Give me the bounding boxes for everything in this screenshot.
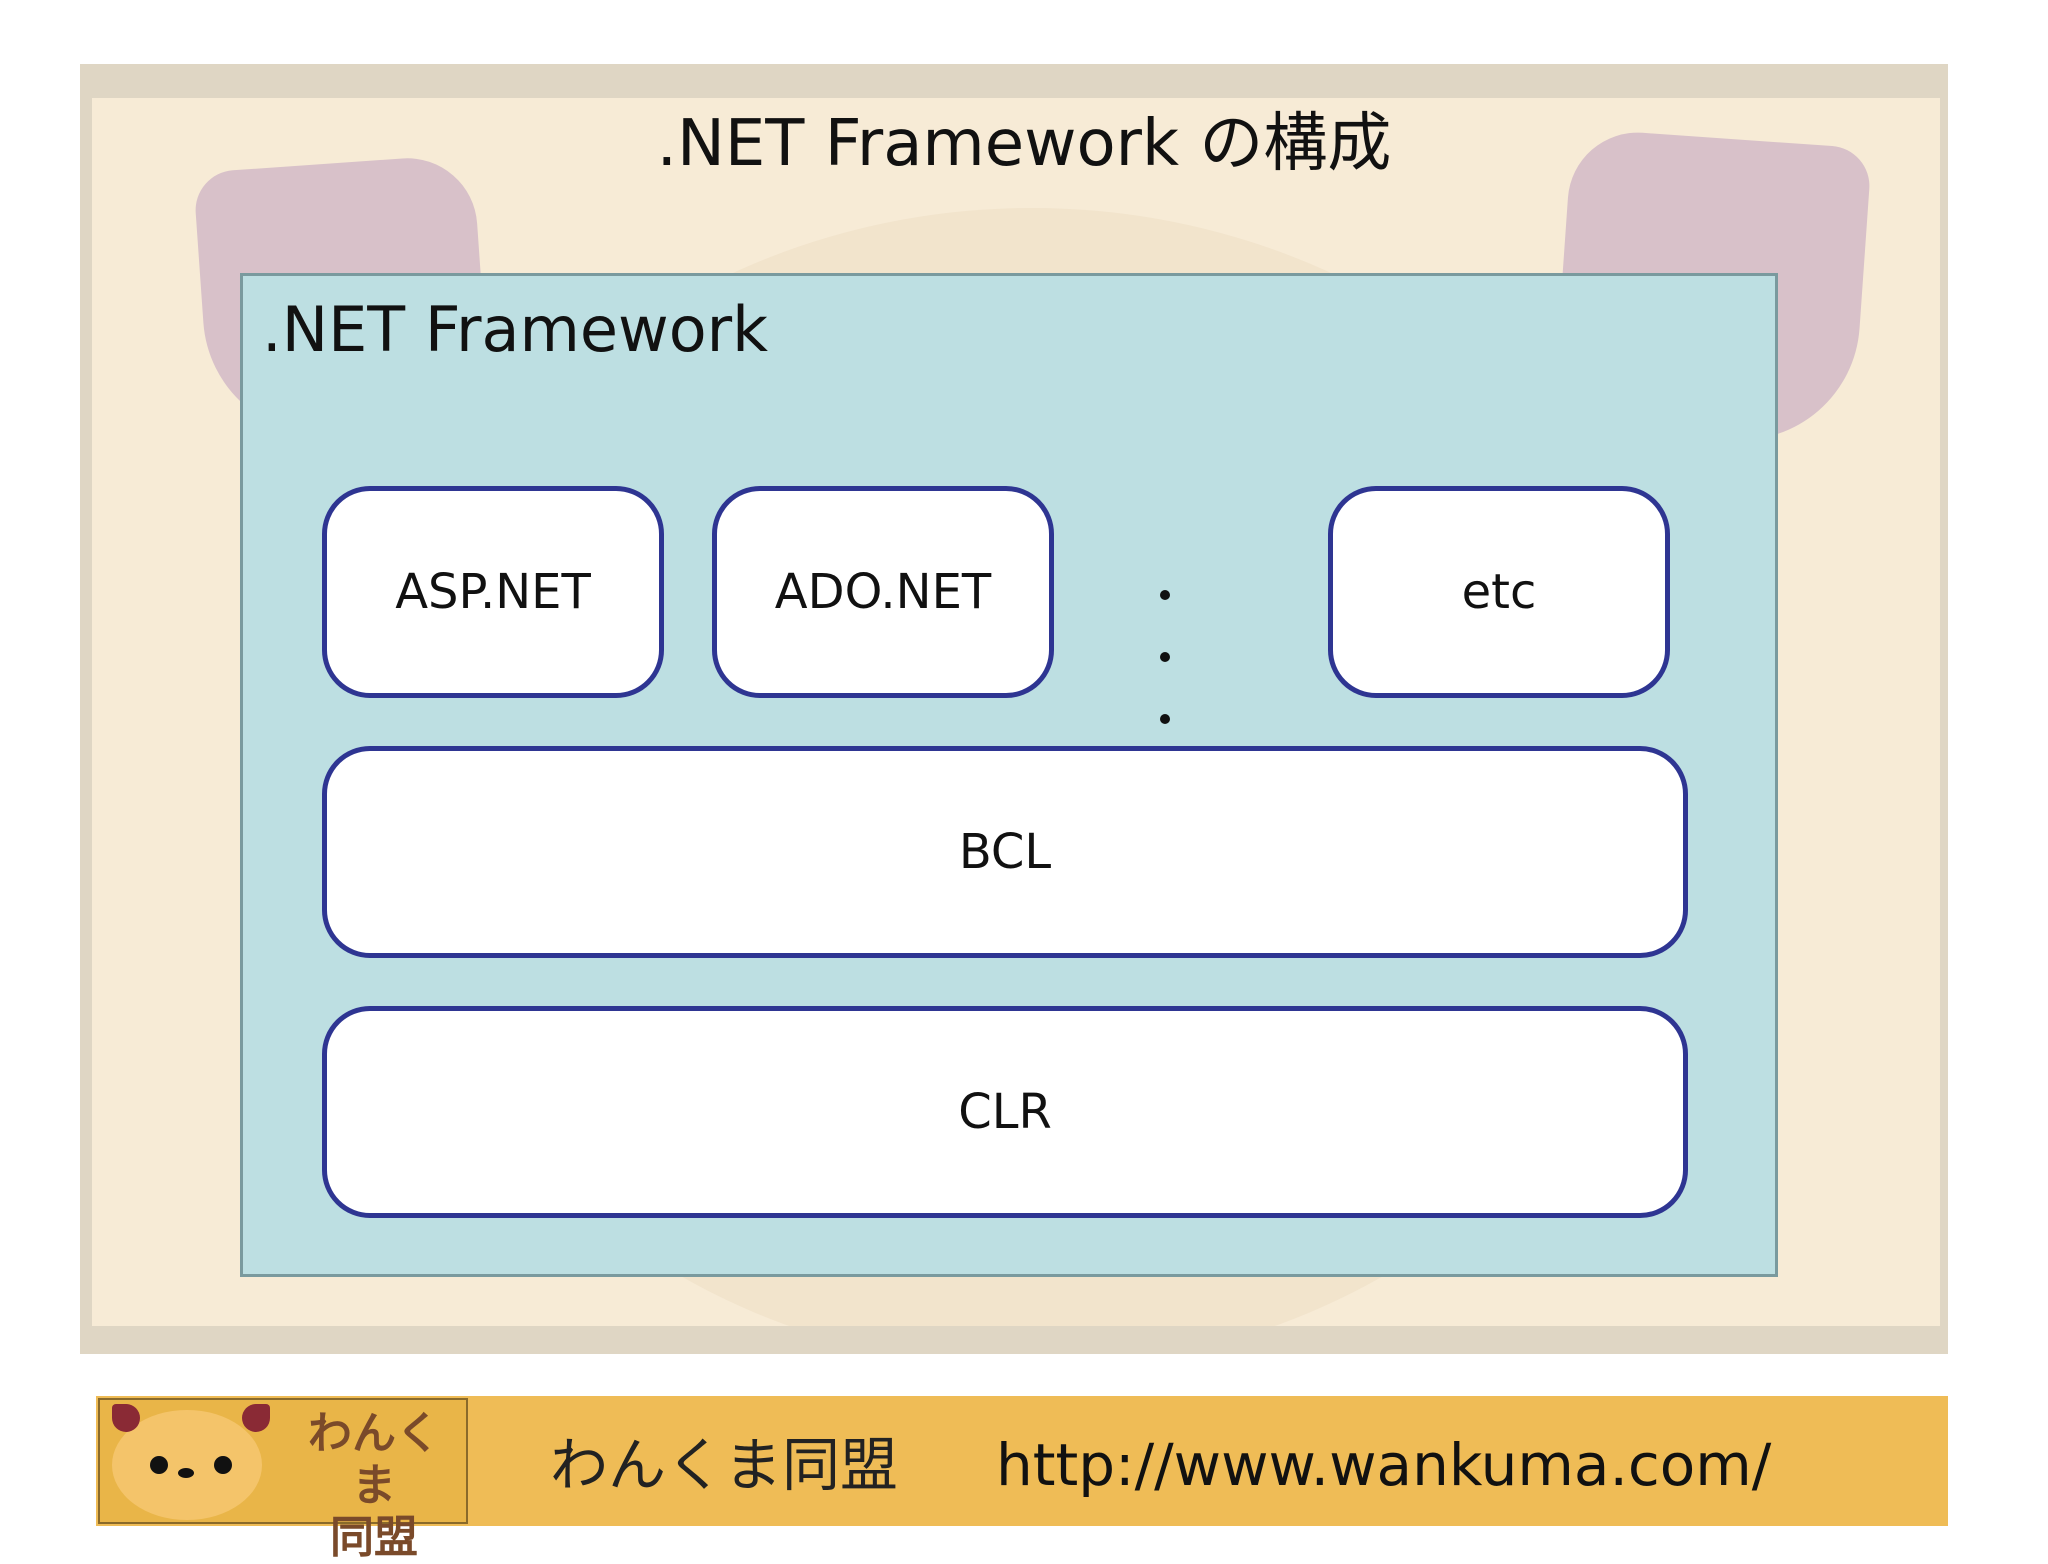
logo-bear-eye-right [214, 1456, 232, 1474]
component-bcl-label: BCL [958, 824, 1052, 880]
logo-text: わんくま 同盟 [290, 1408, 458, 1564]
logo-bear-eye-left [150, 1456, 168, 1474]
framework-container-label: .NET Framework [262, 293, 769, 366]
footer-org-name: わんくま同盟 [550, 1431, 899, 1499]
logo-bear-head [112, 1410, 262, 1520]
logo-text-line2: 同盟 [330, 1512, 418, 1563]
footer-url-link[interactable]: http://www.wankuma.com/ [996, 1431, 1772, 1499]
component-ado-net: ADO.NET [712, 486, 1054, 698]
ellipsis-dot [1160, 652, 1170, 662]
logo-bear-nose [178, 1468, 194, 1478]
component-etc: etc [1328, 486, 1670, 698]
component-etc-label: etc [1461, 564, 1537, 620]
component-ado-net-label: ADO.NET [774, 564, 992, 620]
slide-title: .NET Framework の構成 [656, 107, 1392, 181]
component-bcl: BCL [322, 746, 1688, 958]
component-clr: CLR [322, 1006, 1688, 1218]
ellipsis-dot [1160, 590, 1170, 600]
component-clr-label: CLR [958, 1084, 1052, 1140]
logo-text-line1: わんくま [308, 1408, 440, 1511]
logo-bear-ear-right [242, 1404, 270, 1432]
logo-bear-ear-left [112, 1404, 140, 1432]
component-asp-net: ASP.NET [322, 486, 664, 698]
ellipsis-dot [1160, 714, 1170, 724]
component-asp-net-label: ASP.NET [395, 564, 591, 620]
